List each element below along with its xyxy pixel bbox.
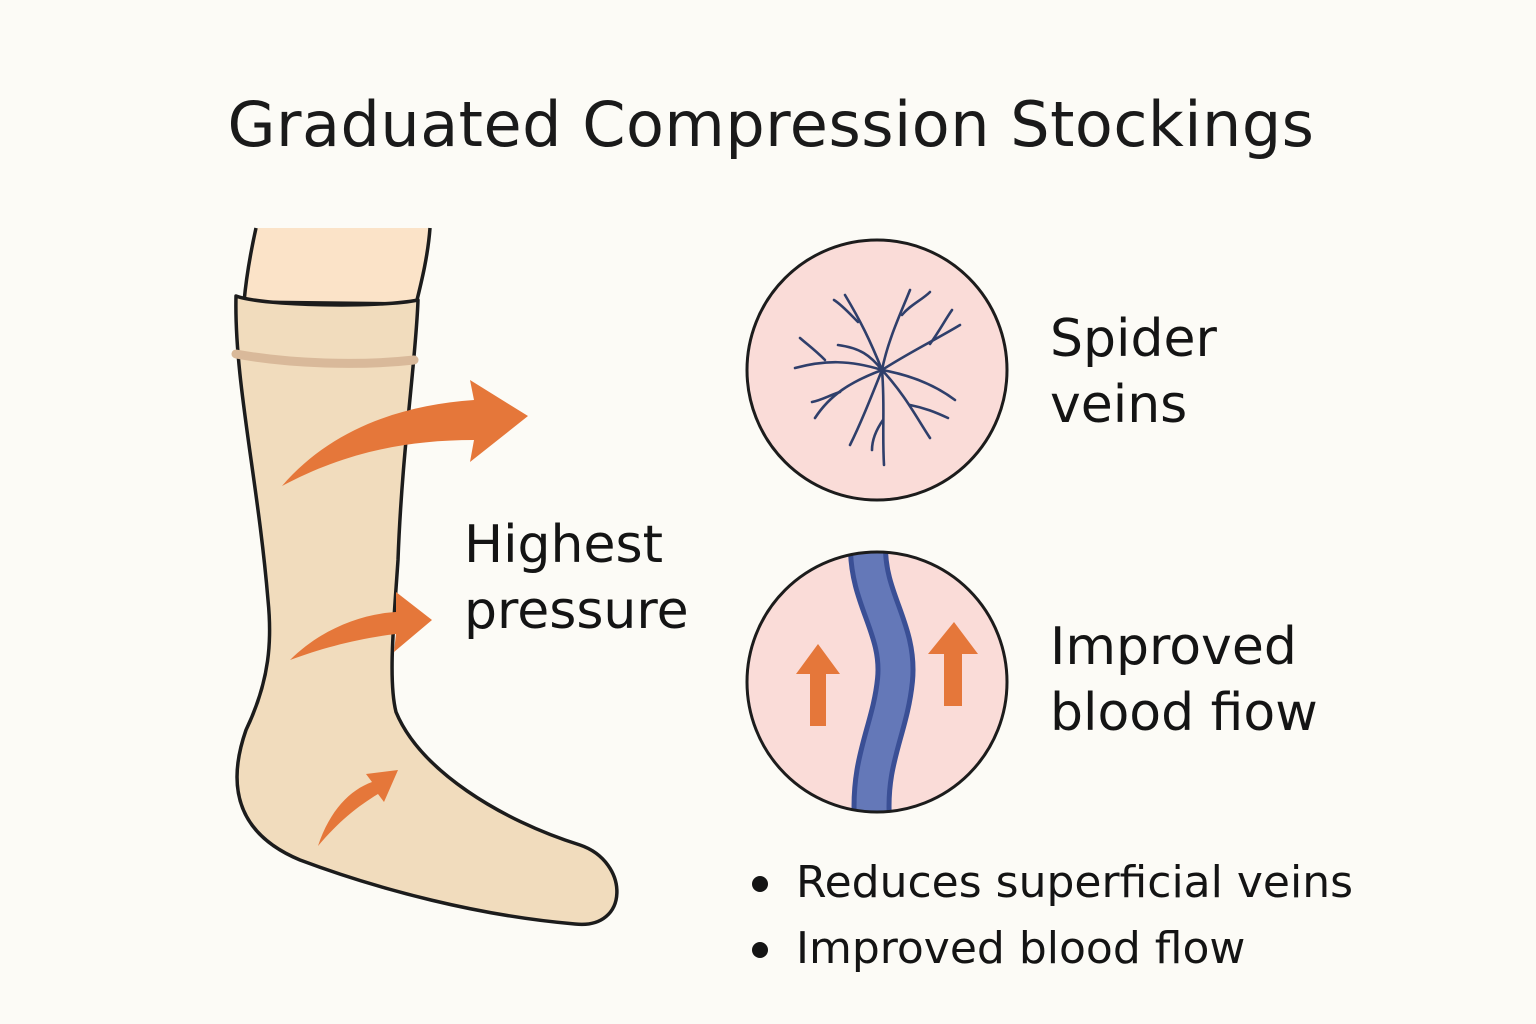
label-line: blood fiow xyxy=(1050,683,1318,743)
list-item: Reduces superficial veins xyxy=(748,850,1353,916)
pressure-arrow-icon xyxy=(282,380,528,486)
list-item-text: Reduces superficial veins xyxy=(796,857,1354,908)
pressure-arrow-icon xyxy=(290,592,432,660)
bullet-icon xyxy=(752,876,768,892)
bullet-icon xyxy=(752,942,768,958)
spider-veins-label: Spider veins xyxy=(1050,306,1217,438)
up-arrow-icon xyxy=(796,644,840,726)
benefits-list: Reduces superficial veins Improved blood… xyxy=(748,850,1353,982)
list-item-text: Improved blood flow xyxy=(796,923,1246,974)
leg-icon xyxy=(242,227,432,306)
improved-blood-flow-label: Improved blood fiow xyxy=(1050,614,1318,746)
list-item: Improved blood flow xyxy=(748,916,1353,982)
stocking-band xyxy=(231,349,419,368)
up-arrow-icon xyxy=(928,622,978,706)
label-line: Improved xyxy=(1050,617,1297,677)
label-line: veins xyxy=(1050,375,1188,435)
pressure-arrow-icon xyxy=(318,770,398,846)
vein-blood-flow-icon xyxy=(745,550,1009,814)
pressure-arrows xyxy=(282,380,528,846)
page-title: Graduated Compression Stockings xyxy=(227,88,1315,161)
spider-veins-icon xyxy=(745,238,1009,502)
label-line: Spider xyxy=(1050,309,1217,369)
label-line: pressure xyxy=(464,581,689,641)
label-line: Highest xyxy=(464,515,663,575)
highest-pressure-label: Highest pressure xyxy=(464,512,689,644)
